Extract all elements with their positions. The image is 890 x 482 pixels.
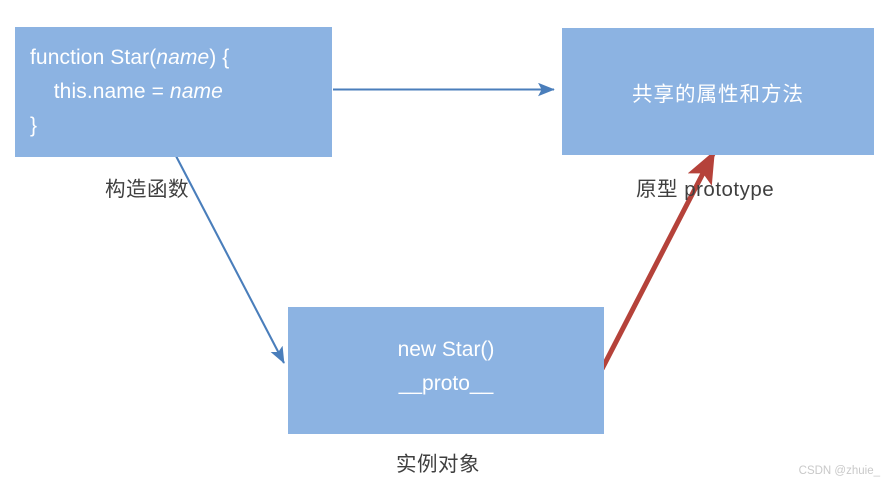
code-line-2: this.name = name <box>30 75 332 109</box>
code-line-3-pre: } <box>30 114 38 137</box>
code-line-3: } <box>30 109 332 143</box>
instance-line-new-star: new Star() <box>397 337 495 361</box>
code-line-1-post: ) { <box>209 46 230 69</box>
instance-box: new Star() __proto__ <box>288 307 604 434</box>
instance-box-text: new Star() __proto__ <box>288 332 604 400</box>
instance-line-proto: __proto__ <box>398 371 494 395</box>
prototype-box: 共享的属性和方法 <box>562 28 874 155</box>
code-line-2-pre: this.name = <box>30 80 170 103</box>
code-line-1-pre: function Star( <box>30 46 157 69</box>
arrow-instance-to-prototype <box>599 150 717 371</box>
caption-constructor: 构造函数 <box>105 178 189 201</box>
constructor-box: function Star(name) { this.name = name } <box>15 27 332 157</box>
caption-prototype: 原型 prototype <box>636 178 775 201</box>
code-line-2-italic: name <box>169 80 223 103</box>
prototype-box-label: 共享的属性和方法 <box>632 82 804 106</box>
caption-instance: 实例对象 <box>396 453 480 476</box>
arrow-constructor-to-instance <box>175 155 285 364</box>
watermark: CSDN @zhuie_ <box>798 465 880 477</box>
code-line-1-italic: name <box>156 46 210 69</box>
code-line-1: function Star(name) { <box>30 41 332 75</box>
